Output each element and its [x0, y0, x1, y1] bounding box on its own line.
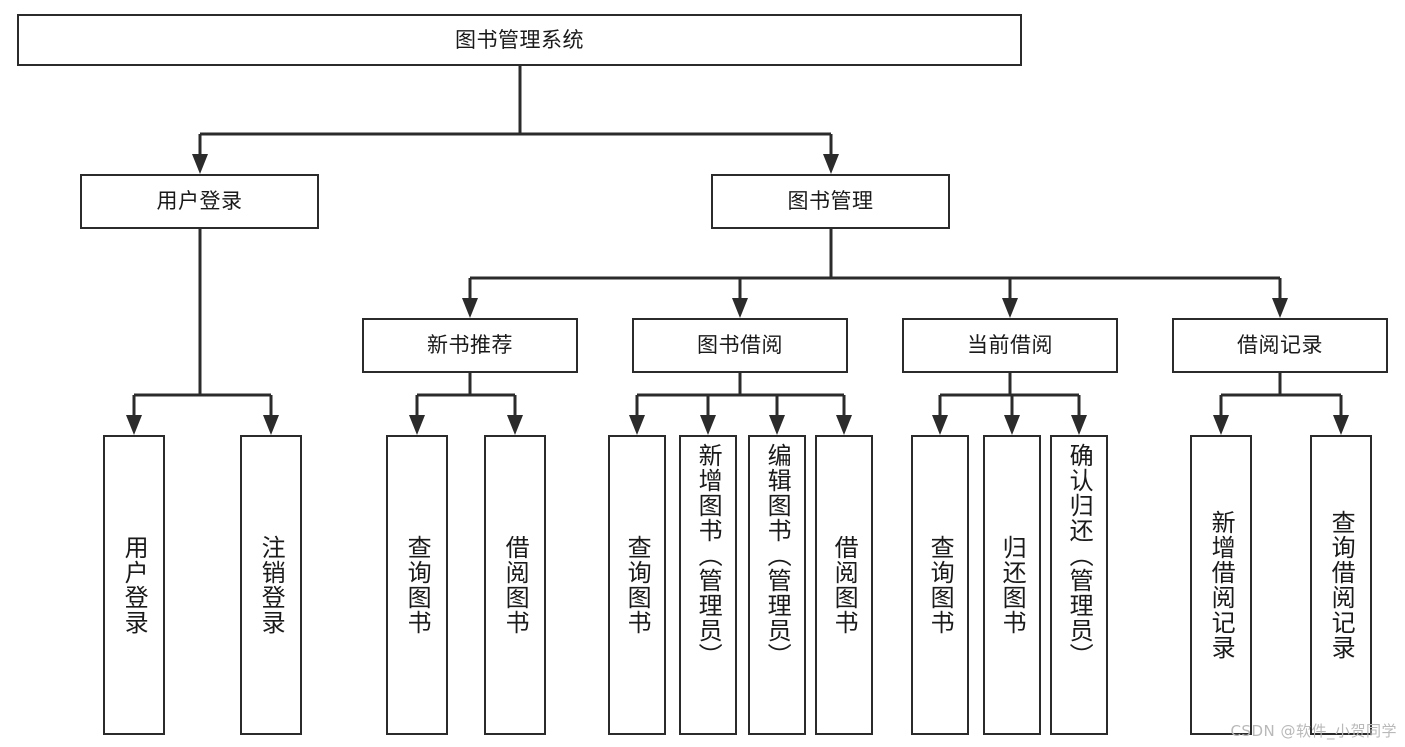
node-l_confirm[interactable]: 确认归还（管理员）: [1050, 435, 1108, 735]
node-l_qryrec[interactable]: 查询借阅记录: [1310, 435, 1372, 735]
node-label: 查询图书: [623, 535, 652, 635]
arrowhead-icon: [1071, 415, 1087, 435]
node-l_edit[interactable]: 编辑图书（管理员）: [748, 435, 806, 735]
node-records[interactable]: 借阅记录: [1172, 318, 1388, 373]
node-label: 注销登录: [257, 535, 286, 635]
arrowhead-icon: [629, 415, 645, 435]
node-label: 确认归还（管理员）: [1065, 443, 1094, 668]
node-label: 归还图书: [998, 535, 1027, 635]
arrowhead-icon: [769, 415, 785, 435]
arrowhead-icon: [126, 415, 142, 435]
arrowhead-icon: [263, 415, 279, 435]
arrowhead-icon: [823, 154, 839, 174]
arrowhead-icon: [1272, 298, 1288, 318]
node-label: 图书管理系统: [455, 27, 584, 52]
node-l_borrow2[interactable]: 借阅图书: [815, 435, 873, 735]
node-label: 借阅图书: [501, 535, 530, 635]
node-root[interactable]: 图书管理系统: [17, 14, 1022, 66]
arrowhead-icon: [700, 415, 716, 435]
node-label: 新增借阅记录: [1207, 510, 1236, 660]
node-l_add[interactable]: 新增图书（管理员）: [679, 435, 737, 735]
node-l_query2[interactable]: 查询图书: [608, 435, 666, 735]
node-label: 查询借阅记录: [1327, 510, 1356, 660]
arrowhead-icon: [1004, 415, 1020, 435]
node-label: 图书借阅: [697, 333, 783, 358]
node-label: 查询图书: [403, 535, 432, 635]
node-label: 图书管理: [787, 189, 874, 214]
arrowhead-icon: [932, 415, 948, 435]
node-label: 新增图书（管理员）: [694, 443, 723, 668]
arrowhead-icon: [836, 415, 852, 435]
node-l_login[interactable]: 用户登录: [103, 435, 165, 735]
node-current[interactable]: 当前借阅: [902, 318, 1118, 373]
node-label: 查询图书: [926, 535, 955, 635]
node-label: 编辑图书（管理员）: [763, 443, 792, 668]
node-label: 借阅图书: [830, 535, 859, 635]
node-l_logout[interactable]: 注销登录: [240, 435, 302, 735]
watermark-label: CSDN @软件_小贺同学: [1230, 722, 1397, 740]
arrowhead-icon: [1002, 298, 1018, 318]
node-l_addrec[interactable]: 新增借阅记录: [1190, 435, 1252, 735]
arrowhead-icon: [507, 415, 523, 435]
node-login[interactable]: 用户登录: [80, 174, 319, 229]
node-label: 借阅记录: [1237, 333, 1323, 358]
node-l_borrow1[interactable]: 借阅图书: [484, 435, 546, 735]
node-label: 当前借阅: [967, 333, 1053, 358]
arrowhead-icon: [462, 298, 478, 318]
node-borrow[interactable]: 图书借阅: [632, 318, 848, 373]
node-bookmgmt[interactable]: 图书管理: [711, 174, 950, 229]
node-newbook[interactable]: 新书推荐: [362, 318, 578, 373]
node-label: 用户登录: [120, 535, 149, 635]
arrowhead-icon: [732, 298, 748, 318]
node-l_query3[interactable]: 查询图书: [911, 435, 969, 735]
arrowhead-icon: [409, 415, 425, 435]
node-label: 新书推荐: [427, 333, 513, 358]
arrowhead-icon: [192, 154, 208, 174]
node-label: 用户登录: [156, 189, 243, 214]
arrowhead-icon: [1213, 415, 1229, 435]
node-l_query1[interactable]: 查询图书: [386, 435, 448, 735]
node-l_return[interactable]: 归还图书: [983, 435, 1041, 735]
arrowhead-icon: [1333, 415, 1349, 435]
